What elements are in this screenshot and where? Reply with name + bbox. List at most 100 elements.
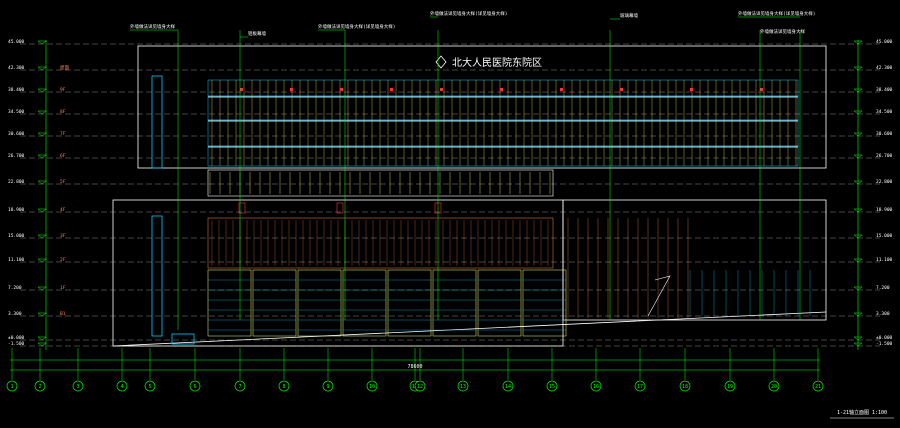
grid-bubble-label: 16 bbox=[593, 384, 599, 390]
grid-bubble-label: 1 bbox=[10, 384, 13, 390]
red-marker bbox=[240, 88, 243, 91]
floor-mark: 3F bbox=[60, 233, 66, 239]
storefront-bay bbox=[297, 269, 342, 337]
level-label-right: 26.700 bbox=[876, 153, 893, 159]
grid-bubble bbox=[414, 380, 426, 392]
mid-band-frame bbox=[207, 169, 554, 197]
grid-bubble bbox=[457, 380, 469, 392]
level-label-right: 30.600 bbox=[876, 131, 893, 137]
level-label-right: 11.100 bbox=[876, 257, 893, 263]
floor-mark: 9F bbox=[60, 87, 66, 93]
grid-bubble-label: 18 bbox=[682, 384, 688, 390]
storefront-bay bbox=[207, 269, 252, 337]
annotation-text: 玻璃幕墙 bbox=[620, 12, 638, 19]
level-triangle-icon bbox=[37, 258, 47, 263]
door-marker bbox=[336, 202, 344, 214]
grid-bubble-label: 12 bbox=[417, 384, 423, 390]
grid-bubble-label: 20 bbox=[771, 384, 777, 390]
grid-bubble-label: 9 bbox=[326, 384, 329, 390]
floor-mark: 4F bbox=[60, 207, 66, 213]
grid-bubble bbox=[366, 380, 378, 392]
red-marker bbox=[690, 88, 693, 91]
level-label-left: 45.000 bbox=[8, 39, 25, 45]
grid-bubble bbox=[6, 380, 18, 392]
grid-bubble bbox=[768, 380, 780, 392]
level-triangle-icon bbox=[37, 154, 47, 159]
grid-bubble bbox=[34, 380, 46, 392]
grid-bubble-label: 8 bbox=[282, 384, 285, 390]
red-marker bbox=[500, 88, 503, 91]
ground-line bbox=[112, 311, 827, 347]
storefront-bay bbox=[432, 269, 477, 337]
annotation-text: 外墙做法详见墙身大样(详见墙身大样) bbox=[430, 10, 507, 17]
storefront-bay bbox=[522, 269, 567, 337]
floor-mark: 7F bbox=[60, 131, 66, 137]
annotations: 外墙做法详见墙身大样外墙做法详见墙身大样(详见墙身大样)外墙做法详见墙身大样(详… bbox=[130, 10, 815, 38]
total-dimension: 78600 bbox=[10, 359, 820, 371]
facade-band bbox=[207, 145, 799, 167]
level-label-left: -1.500 bbox=[8, 341, 25, 347]
grid-bubble-label: 19 bbox=[727, 384, 733, 390]
lower-band-a bbox=[207, 217, 554, 269]
grid-bubble bbox=[72, 380, 84, 392]
level-label-left: 22.800 bbox=[8, 179, 25, 185]
lower-curtain-wall bbox=[171, 217, 811, 345]
red-marker bbox=[760, 88, 763, 91]
level-label-right: -1.500 bbox=[876, 341, 893, 347]
grid-bubble-label: 5 bbox=[148, 384, 151, 390]
annotation-text: 外墙做法详见墙身大样(详见墙身大样) bbox=[318, 23, 395, 30]
grid-bubble bbox=[634, 380, 646, 392]
left-level-markers: 45.00042.30038.40034.50030.60026.70022.8… bbox=[8, 39, 69, 350]
grid-bubble bbox=[546, 380, 558, 392]
grid-bubble bbox=[812, 380, 824, 392]
annotation-text: 外墙做法详见墙身大样(详见墙身大样) bbox=[738, 10, 815, 17]
level-label-right: 34.500 bbox=[876, 109, 893, 115]
grid-bubble-label: 21 bbox=[815, 384, 821, 390]
grid-bubble bbox=[144, 380, 156, 392]
red-marker bbox=[390, 88, 393, 91]
storefront-bay bbox=[252, 269, 297, 337]
level-label-right: 3.300 bbox=[876, 311, 890, 317]
level-triangle-icon bbox=[37, 40, 47, 45]
stair-tower-lower bbox=[151, 215, 163, 337]
grid-bubble-label: 10 bbox=[369, 384, 375, 390]
level-label-left: 11.100 bbox=[8, 257, 25, 263]
red-marker bbox=[290, 88, 293, 91]
grid-bubble-label: 15 bbox=[549, 384, 555, 390]
upper-curtain-wall bbox=[207, 79, 799, 167]
upper-block bbox=[137, 45, 827, 169]
grid-bubble bbox=[278, 380, 290, 392]
red-marker bbox=[340, 88, 343, 91]
level-label-right: 38.400 bbox=[876, 87, 893, 93]
door-marker bbox=[238, 202, 246, 214]
ramp-outline bbox=[647, 275, 671, 317]
grid-bubble-label: 14 bbox=[505, 384, 511, 390]
floor-mark: 5F bbox=[60, 179, 66, 185]
level-label-left: 18.900 bbox=[8, 207, 25, 213]
grid-lines bbox=[11, 30, 819, 380]
level-triangle-icon bbox=[37, 336, 47, 341]
podium-right bbox=[562, 199, 827, 321]
level-label-right: 18.900 bbox=[876, 207, 893, 213]
level-triangle-icon bbox=[37, 286, 47, 291]
floor-mark: 6F bbox=[60, 153, 66, 159]
floor-mark: 2F bbox=[60, 257, 66, 263]
level-label-left: 34.500 bbox=[8, 109, 25, 115]
entrance-door bbox=[171, 333, 195, 345]
grid-bubble bbox=[322, 380, 334, 392]
grid-bubble-label: 3 bbox=[76, 384, 79, 390]
level-label-left: 3.300 bbox=[8, 311, 22, 317]
red-marker bbox=[560, 88, 563, 91]
mid-curtain-wall bbox=[207, 169, 554, 214]
building-outline bbox=[112, 45, 827, 347]
grid-bubble bbox=[590, 380, 602, 392]
grid-bubble-label: 13 bbox=[460, 384, 466, 390]
grid-bubble-label: 6 bbox=[193, 384, 196, 390]
floor-mark: B1 bbox=[60, 311, 66, 317]
level-triangle-icon bbox=[37, 132, 47, 137]
grid-bubble bbox=[724, 380, 736, 392]
right-level-markers: 45.00042.30038.40034.50030.60026.70022.8… bbox=[853, 39, 893, 350]
grid-bubble-label: 2 bbox=[38, 384, 41, 390]
building-sign: 北大人民医院东院区 bbox=[435, 55, 542, 69]
grid-bubble bbox=[502, 380, 514, 392]
